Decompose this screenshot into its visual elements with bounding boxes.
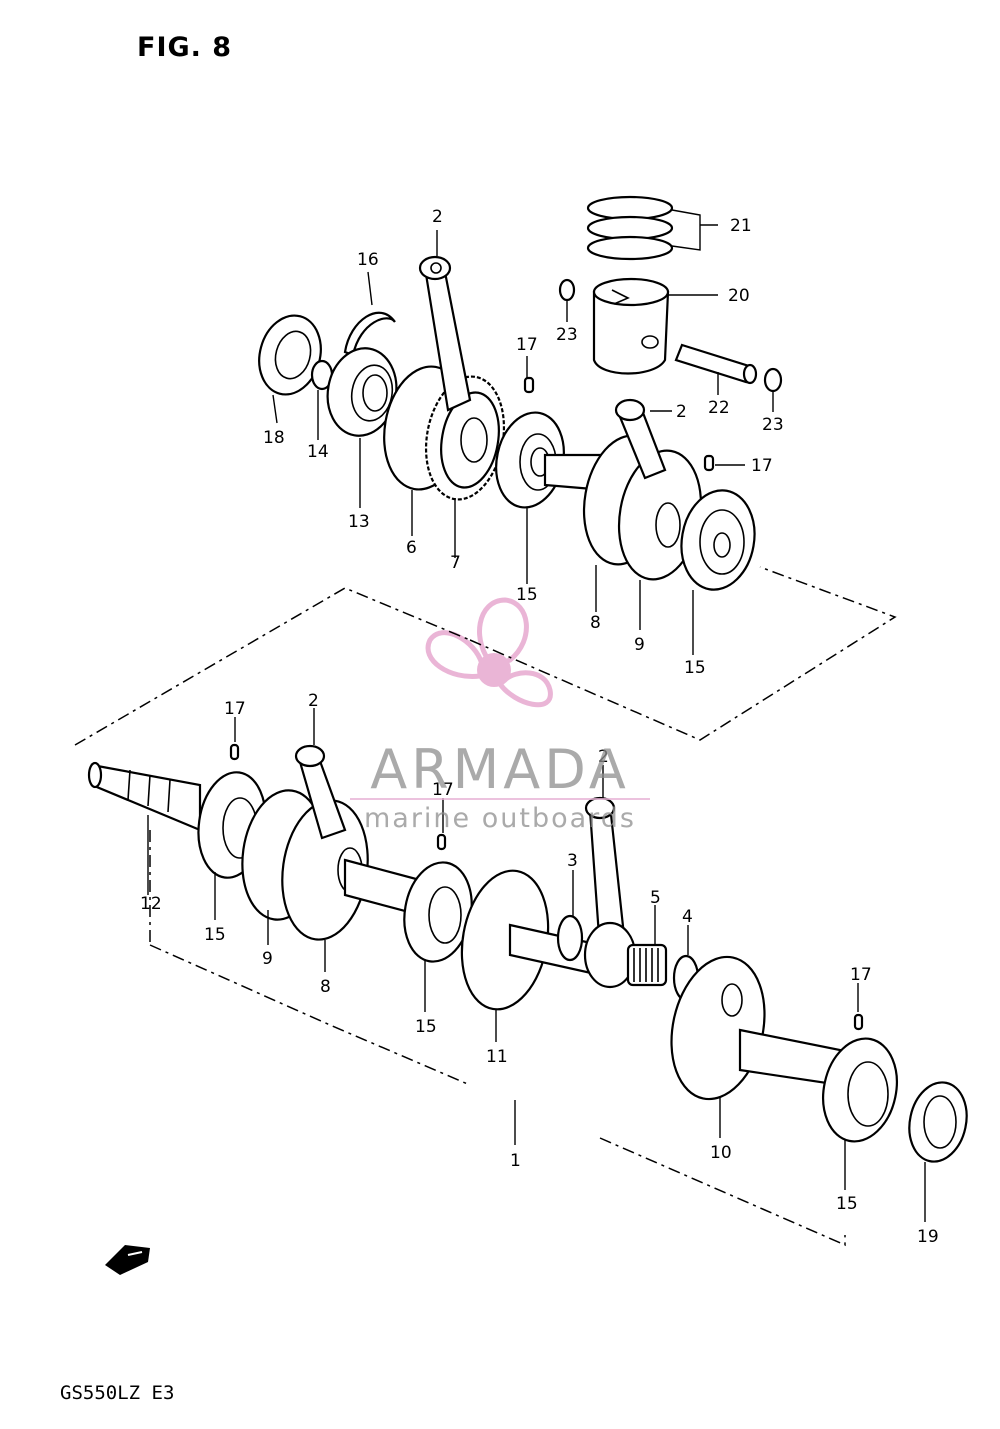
connecting-rod-2-upper — [418, 255, 472, 412]
callout-3: 3 — [567, 851, 578, 871]
bearing-13 — [326, 347, 398, 437]
connecting-rod-2-lower-left — [294, 744, 347, 840]
oil-seal-18 — [258, 314, 322, 396]
model-code: GS550LZ E3 — [60, 1382, 175, 1404]
callout-13: 13 — [348, 512, 370, 532]
thrust-washer-3 — [556, 914, 584, 962]
dowel-pin-17-c — [229, 743, 240, 761]
watermark-brand: ARMADA — [370, 738, 630, 801]
callout-11: 11 — [486, 1047, 508, 1067]
assembly-boundary-upper — [74, 566, 897, 746]
callout-2: 2 — [308, 691, 319, 711]
callout-14: 14 — [307, 442, 329, 462]
crankshaft-taper-end — [738, 1028, 842, 1087]
crankshaft-end-12 — [87, 761, 202, 832]
callout-15: 15 — [516, 585, 538, 605]
callout-2: 2 — [598, 747, 609, 767]
dowel-pin-17-b — [703, 454, 715, 472]
callout-5: 5 — [650, 888, 661, 908]
callout-23: 23 — [556, 325, 578, 345]
piston-pin-22 — [674, 343, 758, 385]
callout-20: 20 — [728, 286, 750, 306]
callout-17: 17 — [516, 335, 538, 355]
connecting-rod-2-lower-right — [583, 796, 637, 989]
propeller-icon — [425, 597, 553, 708]
callout-12: 12 — [140, 894, 162, 914]
callout-17: 17 — [751, 456, 773, 476]
dowel-pin-17-a — [523, 376, 535, 394]
callout-9: 9 — [262, 949, 273, 969]
circlip-23-b — [763, 367, 783, 393]
callout-10: 10 — [710, 1143, 732, 1163]
oil-seal-19 — [908, 1081, 968, 1163]
callout-15: 15 — [415, 1017, 437, 1037]
dowel-pin-17-d — [436, 833, 447, 851]
assembly-boundary-lower — [149, 830, 846, 1247]
watermark-tagline: marine outboards — [363, 803, 636, 834]
callout-7: 7 — [450, 553, 461, 573]
front-arrow-icon — [105, 1245, 150, 1275]
callout-2: 2 — [432, 207, 443, 227]
callout-6: 6 — [406, 538, 417, 558]
callout-8: 8 — [590, 613, 601, 633]
callout-4: 4 — [682, 907, 693, 927]
callout-21: 21 — [730, 216, 752, 236]
bearing-15-lower-b — [403, 861, 473, 963]
callout-17: 17 — [224, 699, 246, 719]
circlip-23-a — [558, 278, 576, 302]
callout-8: 8 — [320, 977, 331, 997]
callout-19: 19 — [917, 1227, 939, 1247]
callout-15: 15 — [836, 1194, 858, 1214]
connecting-rod-2-right — [614, 398, 667, 480]
leader-lines — [147, 209, 926, 1222]
callout-22: 22 — [708, 398, 730, 418]
figure-title: FIG. 8 — [137, 32, 233, 63]
callout-17: 17 — [850, 965, 872, 985]
needle-bearing-5 — [626, 943, 668, 987]
callout-23: 23 — [762, 415, 784, 435]
callout-17: 17 — [432, 780, 454, 800]
callout-labels: 2 16 18 14 13 6 7 15 17 2 17 8 9 15 21 2… — [140, 207, 939, 1247]
piston-rings-21 — [586, 195, 674, 261]
callout-15: 15 — [204, 925, 226, 945]
dowel-pin-17-e — [853, 1013, 864, 1031]
watermark-divider — [350, 798, 650, 800]
callout-2: 2 — [676, 402, 687, 422]
bearing-15-lower-c — [822, 1037, 898, 1143]
callout-9: 9 — [634, 635, 645, 655]
callout-18: 18 — [263, 428, 285, 448]
callout-16: 16 — [357, 250, 379, 270]
piston-20 — [592, 277, 670, 375]
callout-1: 1 — [510, 1151, 521, 1171]
ring-16 — [343, 311, 396, 357]
callout-15: 15 — [684, 658, 706, 678]
primary-gear-7 — [424, 375, 506, 501]
bearing-15-upper-right — [680, 489, 756, 591]
